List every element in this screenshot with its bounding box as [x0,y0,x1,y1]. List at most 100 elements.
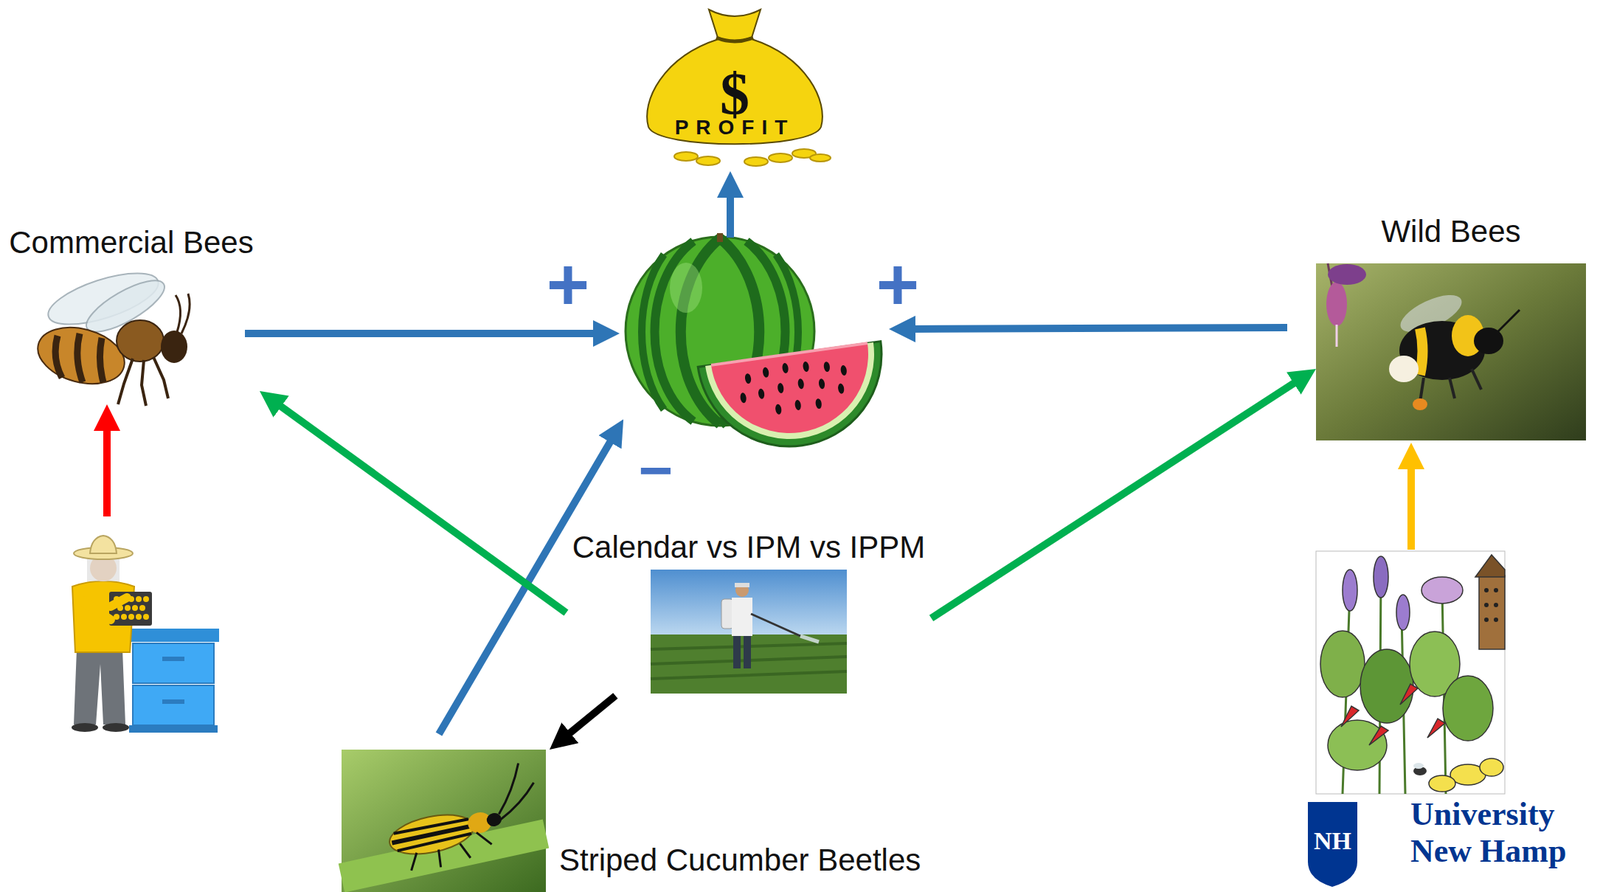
beekeeper [71,535,220,733]
garden-drawing-part [1493,617,1499,622]
layout-arrows-part [726,188,734,238]
watermelon-part-part [776,382,785,394]
beekeeper-part [132,685,214,726]
garden-drawing-part [1413,762,1424,769]
layout-arrows [106,188,1412,734]
sprayer-photo-part [750,613,801,636]
watermelon-part-part [705,342,886,450]
layout-arrows-part [103,421,111,517]
garden-drawing-part [1342,569,1358,611]
wild-bee-photo-part [1497,309,1520,332]
honeybee-part [116,320,164,362]
watermelon-part-part [840,364,848,376]
watermelon-part-part [781,362,790,374]
watermelon-part-part [794,399,802,411]
watermelon-part [669,262,703,313]
beekeeper-part-part [132,604,138,611]
logo-shield [1307,801,1358,887]
sprayer-photo-part [733,635,741,669]
layout-arrows-part [244,329,602,338]
garden-drawing-part [1493,602,1499,608]
node-heading: Striped Cucumber Beetles [559,842,921,878]
logo-initials: NH [1307,826,1358,855]
layout-arrows-part [1407,460,1415,550]
beetle-photo-part [379,760,548,877]
sprayer-photo-part [731,597,753,636]
beetle-photo-part-part [393,817,469,835]
beetle-photo-part-part [391,826,472,844]
bag-body [646,39,823,144]
beetle-photo-part-part [489,763,528,815]
watermelon-part-part [739,392,748,404]
honeybee [31,262,190,406]
sprayer-photo-part [735,583,749,597]
beekeeper-part [79,598,111,620]
logo-wordmark: New Hamp [1410,833,1567,869]
beekeeper-part [109,591,152,626]
honeybee-part [141,359,147,406]
garden-drawing-part [1484,617,1489,622]
beekeeper-part-part [124,604,131,611]
arrow-connector [931,378,1302,619]
node-heading: Commercial Bees [8,224,254,261]
coins-part [744,157,768,166]
beekeeper-part-part [128,613,135,620]
coins-part [696,156,720,166]
honeybee-part [99,337,104,383]
watermelon-part [697,341,894,459]
garden-drawing-part [1315,551,1505,794]
watermelon-part [717,233,723,242]
honeybee-part [181,293,190,334]
arrow-connector [563,695,616,739]
beetle-photo-part [341,749,546,892]
plus-sign: + [531,247,605,321]
spray-strategy-node: Calendar vs IPM vs IPPM [566,529,932,696]
beekeeper-part-part [139,604,146,611]
honeybee-part [31,318,132,394]
coins-part [768,153,793,163]
watermelon-part-part [697,341,894,459]
beekeeper-part-part [143,596,150,602]
commercial-bees-node: Commercial Bees [2,224,260,410]
sprayer-photo-part [734,582,750,588]
beekeeper-part-part [135,596,142,602]
garden-drawing-part [1327,719,1387,771]
beekeeper-part-part [120,613,127,620]
garden-drawing-part [1360,649,1414,723]
garden-drawing-part [1479,758,1504,777]
honeybee-part [175,295,181,332]
minus-sign: − [626,441,686,501]
beekeeper-part-part [135,613,142,620]
watermelon-part-part [818,378,826,390]
beekeeper-part [129,725,218,733]
bag-tie [716,37,754,42]
beekeeper-part [125,628,220,642]
dollar-sign: $ [719,64,750,124]
sprayer-photo-part [743,635,751,669]
wild-bee-photo-part [1389,355,1419,383]
watermelon-part-part [802,361,810,373]
beekeeper-part-part [143,613,150,620]
wild-bee-photo-part [1327,264,1367,285]
beetle-photo-part [341,833,546,878]
garden-drawing-part [1493,587,1499,593]
watermelon-part-part [823,361,831,373]
watermelon [625,233,894,459]
honeybee-part [77,333,83,383]
wild-bee-photo-part [1412,398,1428,411]
watermelon-part-part [837,382,845,394]
beekeeper-part [102,722,130,732]
garden-drawing-part [1475,554,1505,577]
wild-bees-node: Wild Bees [1315,213,1586,441]
garden-drawing-part [1442,675,1494,741]
honeybee-part [118,358,133,405]
arrow-connector [273,401,566,613]
beetle-photo-part-part [494,782,540,821]
wild-bee-photo-part [1335,324,1339,347]
beekeeper-part [162,656,185,661]
honeybee-part [153,357,169,399]
garden-drawing-part [1421,576,1463,604]
coins [674,149,831,166]
